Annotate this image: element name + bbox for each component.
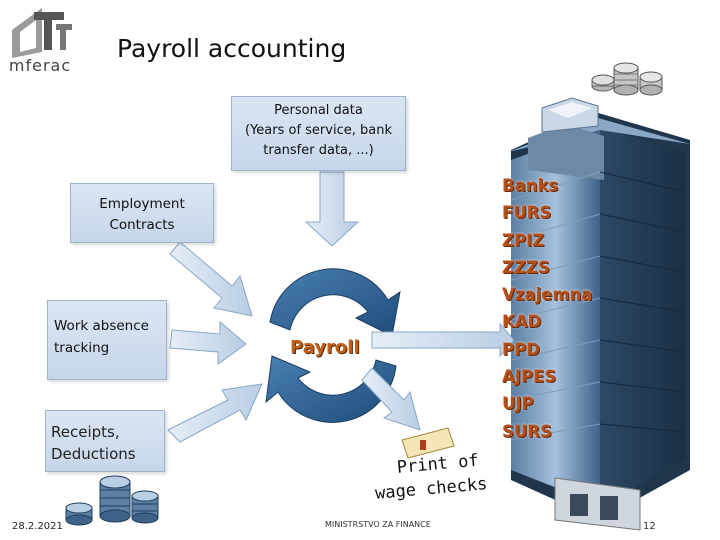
output-arrow	[371, 322, 515, 358]
page-title: Payroll accounting	[117, 34, 347, 63]
recipient-item: PPD	[502, 339, 540, 359]
absence-arrow	[169, 320, 247, 365]
employment-arrow	[169, 241, 253, 317]
absence-line: Work absence	[54, 318, 149, 334]
receipts-arrow	[167, 383, 263, 443]
personal-data-box: Personal data (Years of service, bank tr…	[231, 96, 406, 171]
logo-text: mferac	[8, 56, 72, 75]
employment-contracts-box: Employment Contracts	[70, 183, 214, 243]
receipts-line: Receipts,	[51, 423, 120, 441]
paper-icon	[401, 427, 455, 459]
work-absence-box: Work absence tracking	[47, 300, 167, 380]
recipient-item: SURS	[502, 421, 552, 441]
recipient-item: Banks	[502, 176, 559, 195]
absence-line: tracking	[54, 340, 110, 356]
recipient-item: KAD	[502, 312, 542, 332]
payroll-label: Payroll	[290, 337, 360, 358]
payroll-cycle-icon	[265, 268, 401, 423]
recipient-item: UJP	[502, 394, 534, 414]
print-checks-label: Print of wage checks	[372, 448, 488, 506]
coins-stack-icon	[65, 475, 159, 526]
recipient-item: Vzajemna	[502, 285, 593, 305]
recipient-item: ZZZS	[502, 257, 550, 277]
personal-data-line: Personal data	[274, 103, 363, 118]
recipient-item: ZPIZ	[502, 230, 545, 250]
recipient-item: AJPES	[502, 367, 557, 387]
recipients-list: Banks FURS ZPIZ ZZZS Vzajemna KAD PPD AJ…	[502, 172, 592, 445]
logo-icon	[12, 8, 72, 58]
page-number: 12	[643, 521, 656, 532]
personal-data-arrow	[304, 171, 360, 247]
print-arrow	[361, 367, 421, 431]
personal-data-line: (Years of service, bank	[245, 123, 392, 138]
footer-date: 28.2.2021	[12, 521, 63, 532]
receipts-line: Deductions	[51, 445, 136, 463]
employment-line: Employment	[99, 196, 185, 212]
footer-ministry: MINISTRSTVO ZA FINANCE	[325, 520, 431, 529]
employment-line: Contracts	[109, 217, 175, 233]
recipient-item: FURS	[502, 203, 552, 223]
receipts-deductions-box: Receipts, Deductions	[45, 410, 165, 472]
building-icon	[508, 97, 690, 531]
coins-icon	[591, 62, 663, 96]
personal-data-line: transfer data, ...)	[263, 143, 374, 158]
